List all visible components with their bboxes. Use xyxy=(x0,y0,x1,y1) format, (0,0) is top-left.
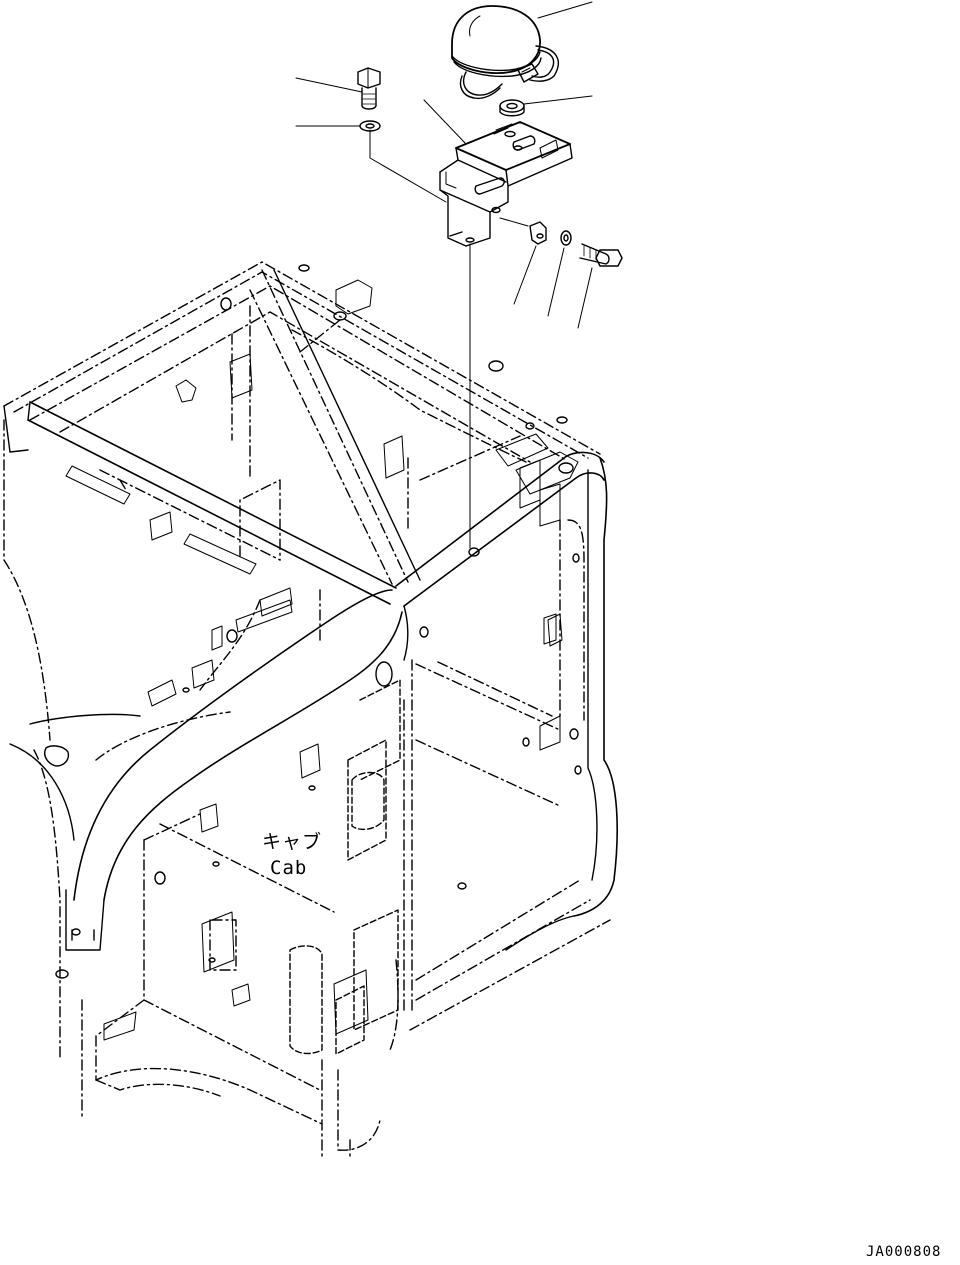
rear-wall xyxy=(96,306,526,1124)
right-roof-beam xyxy=(396,452,604,606)
drawing-number: JA000808 xyxy=(866,1244,942,1260)
cable-clip xyxy=(530,222,546,244)
cab-floor xyxy=(96,1080,350,1160)
interior-details xyxy=(290,680,400,1054)
right-rear-pillar xyxy=(506,458,617,950)
cab-label-japanese: キャブ xyxy=(262,831,323,853)
frame-brackets xyxy=(66,280,578,1040)
grommet xyxy=(500,100,524,116)
cab-label-english: Cab xyxy=(270,857,308,879)
door-opening xyxy=(410,662,610,1030)
dome-lamp xyxy=(452,6,558,98)
front-left-pillar xyxy=(10,590,428,978)
washer-small xyxy=(561,231,571,245)
left-pillar-hidden xyxy=(4,420,230,1120)
bolt-upper xyxy=(358,68,380,109)
lamp-bracket xyxy=(440,122,572,246)
leader-lines xyxy=(296,2,592,548)
front-right-pillar xyxy=(322,660,412,1160)
roof-diagonal-brace xyxy=(250,270,420,584)
front-cross-beam xyxy=(4,402,396,604)
bolt-side xyxy=(580,244,622,266)
cab-roof-outline xyxy=(4,262,600,462)
frame-holes xyxy=(155,265,567,962)
